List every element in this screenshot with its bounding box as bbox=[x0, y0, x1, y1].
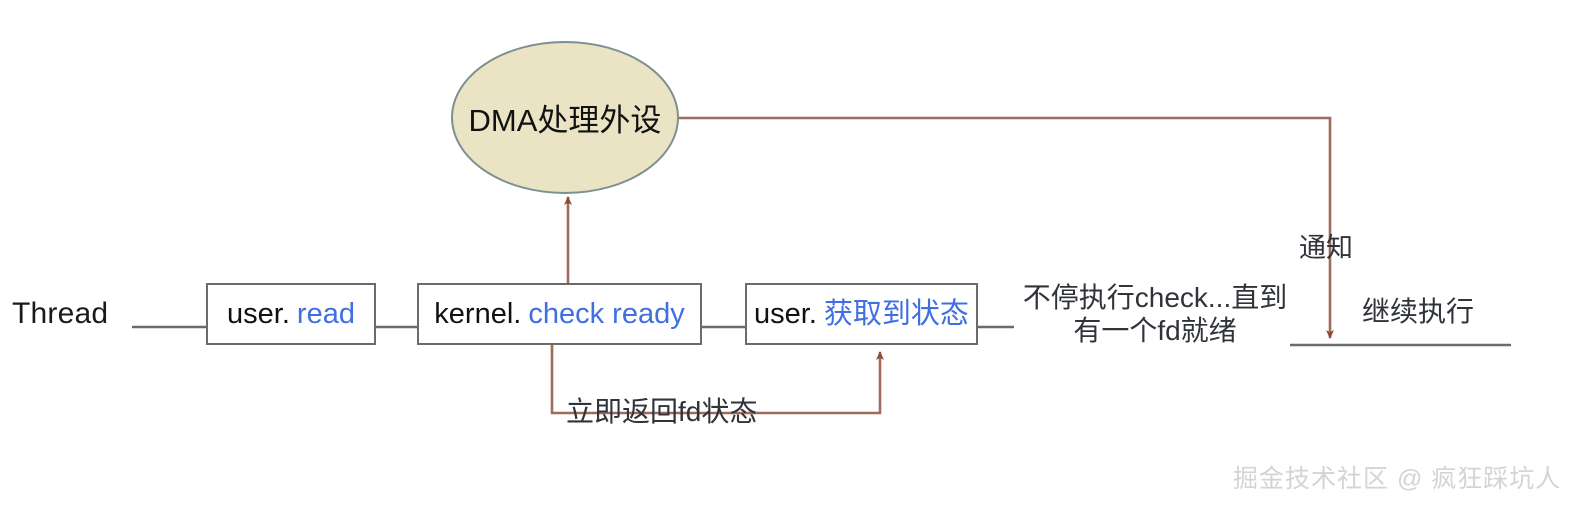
node-dma-peripheral[interactable]: DMA处理外设 bbox=[451, 41, 679, 194]
node-kernel-check-prefix: kernel. bbox=[434, 297, 522, 330]
edge-label-notify: 通知 bbox=[1299, 233, 1353, 263]
arrow-return-fd bbox=[550, 345, 884, 415]
node-user-read-value: read bbox=[296, 297, 355, 330]
node-kernel-check-value: check ready bbox=[528, 297, 685, 330]
edge-label-return-fd: 立即返回fd状态 bbox=[566, 396, 758, 427]
node-kernel-check-ready[interactable]: kernel. check ready bbox=[417, 283, 702, 345]
node-dma-label: DMA处理外设 bbox=[468, 103, 662, 138]
watermark: 掘金技术社区 @ 疯狂踩坑人 bbox=[1233, 465, 1562, 493]
node-user-get-status[interactable]: user. 获取到状态 bbox=[745, 283, 978, 345]
lane-label-thread: Thread bbox=[12, 297, 109, 330]
label-continue-execution: 继续执行 bbox=[1362, 296, 1475, 327]
node-user-read[interactable]: user. read bbox=[206, 283, 376, 345]
label-loop-check: 不停执行check...直到 有一个fd就绪 bbox=[1016, 281, 1294, 347]
label-loop-check-line2: 有一个fd就绪 bbox=[1073, 315, 1237, 347]
arrow-dma-notify bbox=[677, 116, 1334, 339]
label-loop-check-line1: 不停执行check...直到 bbox=[1022, 282, 1288, 313]
node-user-read-prefix: user. bbox=[227, 297, 290, 330]
node-user-status-value: 获取到状态 bbox=[823, 297, 969, 330]
node-user-status-prefix: user. bbox=[754, 297, 817, 330]
